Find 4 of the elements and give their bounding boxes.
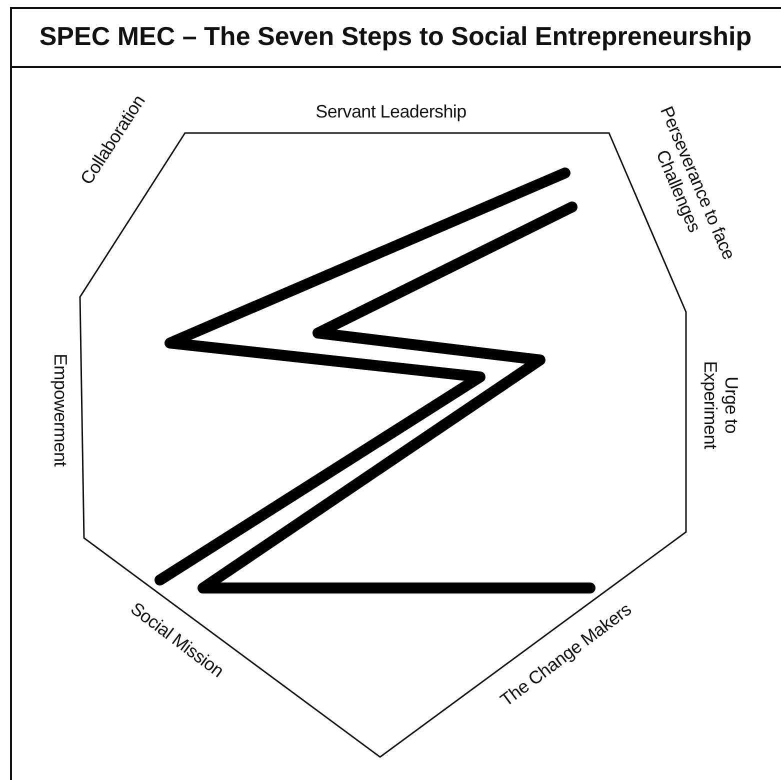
- step-label: Empowerment: [50, 352, 70, 468]
- step-label: Servant Leadership: [314, 102, 468, 122]
- title: SPEC MEC – The Seven Steps to Social Entrepreneurship: [10, 7, 781, 68]
- step-label: Urge to Experiment: [700, 360, 742, 452]
